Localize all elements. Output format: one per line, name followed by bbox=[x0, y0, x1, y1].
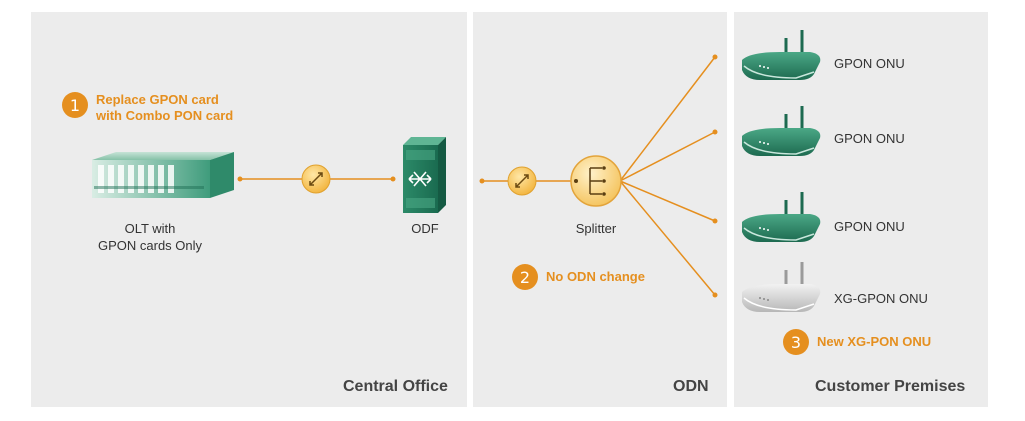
step-2-callout: 2 No ODN change bbox=[512, 264, 645, 290]
odf-cabinet-icon bbox=[403, 137, 446, 213]
customer-premises-label: Customer Premises bbox=[815, 378, 966, 395]
step-3-text: New XG-PON ONU bbox=[817, 334, 932, 349]
odn-panel bbox=[473, 12, 727, 407]
xg-gpon-onu-icon bbox=[742, 262, 821, 312]
splitter-fanout-fibers bbox=[619, 54, 718, 298]
fiber-coupler-icon bbox=[301, 164, 331, 194]
olt-device-icon bbox=[92, 152, 234, 198]
gpon-onu-icon bbox=[742, 106, 821, 156]
onu-label: GPON ONU bbox=[834, 131, 905, 146]
step-2-text: No ODN change bbox=[546, 269, 645, 284]
odf-label: ODF bbox=[411, 221, 439, 236]
olt-label: OLT with GPON cards Only bbox=[97, 221, 203, 253]
gpon-onu-icon bbox=[742, 192, 821, 242]
fiber-coupler-icon bbox=[507, 166, 537, 196]
onu-label: GPON ONU bbox=[834, 219, 905, 234]
step-number-badge: 2 bbox=[512, 264, 538, 290]
splitter-label: Splitter bbox=[575, 221, 617, 236]
step-number-badge: 1 bbox=[62, 92, 88, 118]
splitter-icon bbox=[570, 155, 622, 207]
xg-onu-label: XG-GPON ONU bbox=[834, 291, 928, 306]
step-1-text: Replace GPON card with Combo PON card bbox=[96, 92, 234, 123]
step-1-callout: 1 Replace GPON card with Combo PON card bbox=[62, 92, 233, 124]
step-3-callout: 3 New XG-PON ONU bbox=[783, 329, 931, 355]
central-office-panel bbox=[31, 12, 467, 407]
odn-label: ODN bbox=[673, 378, 709, 395]
onu-label: GPON ONU bbox=[834, 56, 905, 71]
central-office-label: Central Office bbox=[343, 378, 448, 395]
step-number-badge: 3 bbox=[783, 329, 809, 355]
gpon-onu-icon bbox=[742, 30, 821, 80]
